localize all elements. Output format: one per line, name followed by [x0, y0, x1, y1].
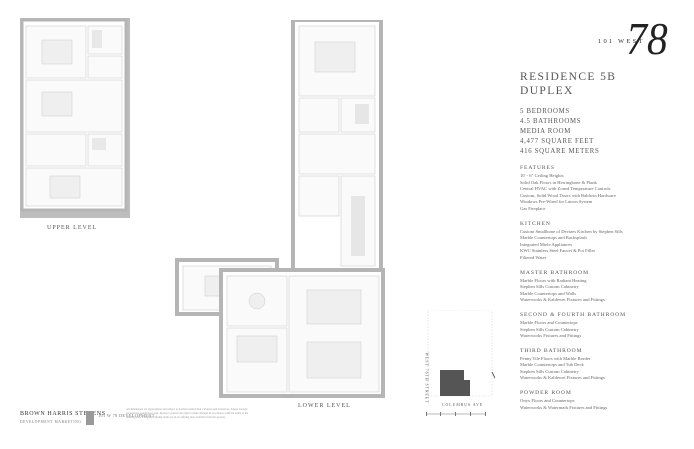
section-kitchen: KITCHEN Custom Smallbone of Devizes Kitc… — [520, 221, 690, 262]
lower-level-floor-plan — [175, 20, 385, 398]
feature-item: KWC Stainless Steel Faucet & Pot Filler — [520, 248, 596, 254]
feature-item: Central HVAC with Zoned Temperature Cont… — [520, 186, 611, 192]
feature-item: Marble Countertops and Tub Deck — [520, 362, 584, 368]
residence-info: RESIDENCE 5B DUPLEX 5 BEDROOMS 4.5 BATHR… — [520, 70, 690, 411]
section-powder-room: POWDER ROOM Onyx Floors and Countertops … — [520, 390, 690, 411]
feature-item: Custom Smallbone of Devizes Kitchen by S… — [520, 228, 623, 234]
residence-stats: 5 BEDROOMS 4.5 BATHROOMS MEDIA ROOM 4,47… — [520, 107, 690, 157]
upper-level-label: UPPER LEVEL — [47, 225, 98, 231]
feature-item: Filtered Water — [520, 254, 547, 260]
feature-item: Waterworks Fixtures and Fittings — [520, 333, 582, 339]
section-heading: KITCHEN — [520, 220, 551, 227]
feature-item: Custom, Solid Wood Doors with Baldwin Ha… — [520, 192, 616, 198]
feature-item: Gas Fireplace — [520, 205, 546, 211]
section-heading: SECOND & FOURTH BATHROOM — [520, 311, 626, 318]
section-heading: THIRD BATHROOM — [520, 347, 583, 354]
feature-item: Marble Floors and Countertops — [520, 319, 578, 325]
residence-title: RESIDENCE 5B — [520, 71, 617, 83]
stat-bathrooms: 4.5 BATHROOMS — [520, 118, 582, 125]
section-third-bathroom: THIRD BATHROOM Penny Tile Floors with Ma… — [520, 348, 690, 382]
section-heading: POWDER ROOM — [520, 390, 572, 397]
feature-item: Marble Floors with Radiant Heating — [520, 277, 587, 283]
feature-item: Waterworks & Watermark Fixtures and Fitt… — [520, 404, 608, 410]
legal-disclaimer: All dimensions are approximate and subje… — [126, 408, 249, 419]
section-master-bathroom: MASTER BATHROOM Marble Floors with Radia… — [520, 270, 690, 304]
stat-square-meters: 416 SQUARE METERS — [520, 148, 600, 155]
feature-item: Onyx Floors and Countertops — [520, 398, 575, 404]
feature-item: Waterworks & Kaldewei Fixtures and Fitti… — [520, 375, 605, 381]
stat-bedrooms: 5 BEDROOMS — [520, 108, 570, 115]
feature-item: Stephen Sills Custom Cabinetry — [520, 368, 579, 374]
section-heading: MASTER BATHROOM — [520, 269, 589, 276]
stat-square-feet: 4,477 SQUARE FEET — [520, 138, 595, 145]
lower-level-label: LOWER LEVEL — [298, 403, 351, 409]
street-label-columbus-ave: COLUMBUS AVE — [442, 403, 484, 407]
section-second-fourth-bathroom: SECOND & FOURTH BATHROOM Marble Floors a… — [520, 312, 690, 340]
logo-text: 101 WEST — [598, 38, 645, 45]
feature-item: Penny Tile Floors with Marble Border — [520, 355, 591, 361]
key-plan-map — [426, 310, 495, 416]
section-heading: FEATURES — [520, 165, 555, 171]
logo-number: 78 — [626, 13, 668, 64]
upper-level-floor-plan — [20, 18, 130, 218]
residence-subtitle: DUPLEX — [520, 85, 574, 97]
feature-item: Stephen Sills Custom Cabinetry — [520, 326, 579, 332]
feature-item: Marble Countertops and Backsplash — [520, 235, 587, 241]
street-label-west-78th: WEST 78TH STREET — [424, 352, 429, 404]
stat-media-room: MEDIA ROOM — [520, 128, 571, 135]
feature-item: Marble Countertops and Walls — [520, 290, 577, 296]
feature-item: Integrated Miele Appliances — [520, 241, 573, 247]
partner-badge-icon — [86, 411, 94, 425]
feature-item: Waterworks & Kaldewei Fixtures and Fitti… — [520, 297, 605, 303]
feature-item: Solid Oak Floors in Herringbone & Plank — [520, 179, 597, 185]
broker-tagline: DEVELOPMENT MARKETING — [20, 420, 82, 424]
partner-name: 101 W 78 DEVELOPMENT — [98, 413, 155, 418]
section-features: FEATURES 10' - 6" Ceiling Heights Solid … — [520, 165, 690, 213]
feature-item: 10' - 6" Ceiling Heights — [520, 173, 564, 178]
feature-item: Windows Pre-Wired for Lutron System — [520, 199, 593, 205]
feature-item: Stephen Sills Custom Cabinetry — [520, 284, 579, 290]
broker-logo: BROWN HARRIS STEVENS — [20, 411, 106, 417]
